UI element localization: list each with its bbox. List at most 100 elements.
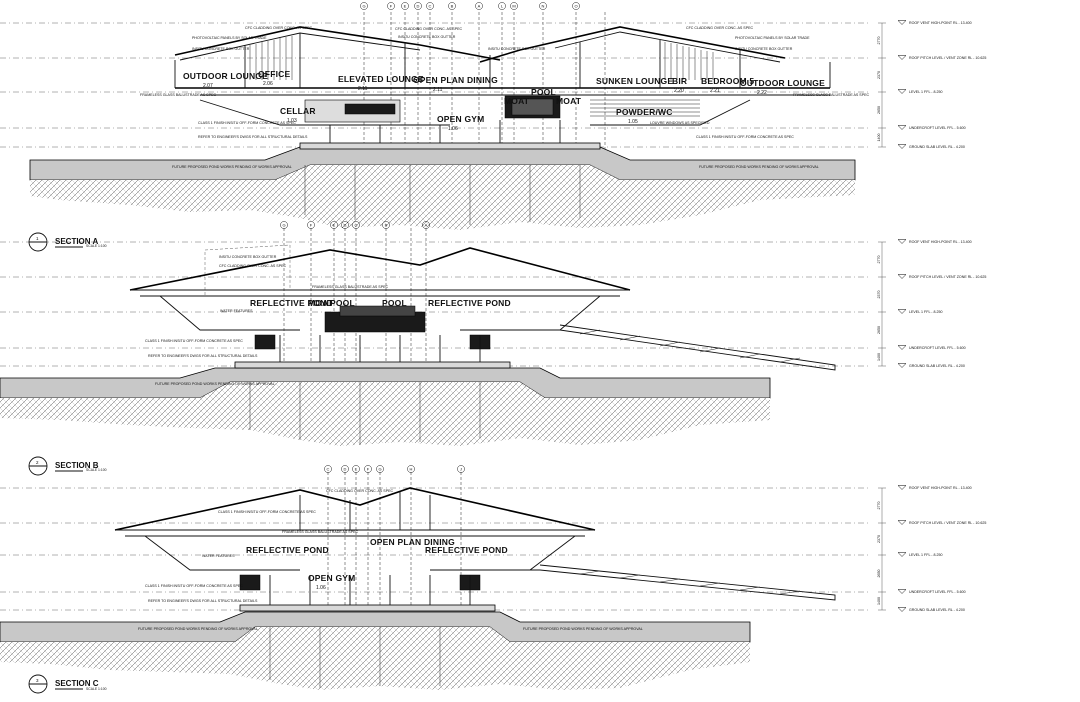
level-label: ROOF VENT HIGH-POINT RL - 13.400	[909, 486, 972, 490]
note: PHOTOVOLTAIC PANELS BY SOLAR TRADE	[192, 36, 267, 40]
grid-bubble-label: G	[282, 223, 285, 228]
level-label: GROUND SLAB LEVEL RL - 4.200	[909, 364, 965, 368]
room-label: REFLECTIVE POND	[428, 298, 511, 308]
section-title: SECTION B	[55, 461, 99, 470]
grid-bubble-label: F	[390, 4, 393, 9]
note: WATER FEATURES	[220, 309, 253, 313]
section-b-notes: INSITU CONCRETE BOX GUTTER CFC CLADDING …	[145, 255, 388, 386]
grid-bubble-label: O	[574, 4, 577, 9]
grid-bubble	[352, 465, 360, 473]
level-label: GROUND SLAB LEVEL RL - 4.200	[909, 608, 965, 612]
level-marker-icon	[897, 309, 907, 314]
grid-bubble-label: B	[385, 223, 388, 228]
grid-bubble-label: C	[429, 4, 432, 9]
level-marker-icon	[897, 607, 907, 612]
section-number: 1	[36, 236, 39, 241]
note: FUTURE PROPOSED POND WORKS PENDING OF WO…	[155, 382, 275, 386]
note: CFC CLADDING OVER CONC. AS SPEC	[245, 26, 312, 30]
grid-bubble-label: D	[417, 4, 420, 9]
level-label: LEVEL 1 FFL - 8.250	[909, 90, 943, 94]
note: FRAMELESS GLASS BALUSTRADE AS SPEC	[793, 93, 869, 97]
note: REFER TO ENGINEER'S DWGS FOR ALL STRUCTU…	[198, 135, 308, 139]
grid-bubble-label: A	[478, 4, 481, 9]
section-b-rooms: REFLECTIVE POND MOAT POOL POOL REFLECTIV…	[250, 298, 511, 308]
level-label: ROOF VENT HIGH-POINT RL - 13.400	[909, 21, 972, 25]
grid-bubble	[448, 2, 456, 10]
grid-bubble-label: E	[355, 467, 358, 472]
room-number: 1.06	[316, 585, 326, 591]
grid-bubble	[324, 465, 332, 473]
dimension-value: 2770	[877, 256, 881, 264]
note: LOUVRE WINDOWS AS SPECIFIED	[650, 121, 710, 125]
room-number: 2.21	[710, 88, 720, 94]
room-label: OPEN PLAN DINING	[413, 75, 498, 85]
level-label: LEVEL 1 FFL - 8.250	[909, 553, 943, 557]
section-scale: SCALE 1:100	[86, 468, 107, 472]
grid-bubble	[360, 2, 368, 10]
section-a-rooms: OUTDOOR LOUNGE 2.07 OFFICE 2.06 ELEVATED…	[183, 69, 825, 132]
note: CLASS 1 FINISH INSITU OFF-FORM CONCRETE …	[145, 584, 243, 588]
section-b-drawing	[0, 228, 870, 446]
note: INSITU CONCRETE BOX GUTTER	[488, 47, 546, 51]
grid-bubble	[376, 465, 384, 473]
level-marker-icon	[897, 144, 907, 149]
room-number: 2.07	[203, 83, 213, 89]
note: CFC CLADDING OVER CONC. AS SPEC	[395, 27, 462, 31]
dimension-value: 2770	[877, 37, 881, 45]
note: INSITU CONCRETE BOX GUTTER	[192, 47, 250, 51]
dimension-value: 2370	[877, 71, 881, 79]
level-marker-icon	[897, 520, 907, 525]
grid-bubble	[539, 2, 547, 10]
grid-bubble	[407, 465, 415, 473]
room-label: REFLECTIVE POND	[425, 545, 508, 555]
room-label: MOAT	[504, 96, 530, 106]
grid-bubble-label: L	[501, 4, 504, 9]
note: FRAMELESS GLASS BALUSTRADE AS SPEC	[140, 93, 216, 97]
level-label: UNDERCROFT LEVEL FFL - 5.600	[909, 590, 966, 594]
grid-bubble	[401, 2, 409, 10]
dimension-value: 2370	[877, 535, 881, 543]
section-title: SECTION C	[55, 679, 99, 688]
grid-bubble-label: D	[344, 467, 347, 472]
room-number: 2.11	[358, 86, 368, 92]
grid-bubble	[341, 465, 349, 473]
room-label: MOAT	[556, 96, 582, 106]
grid-bubble-label: H	[410, 467, 413, 472]
grid-bubble-label: F	[367, 467, 370, 472]
grid-bubble-label: C	[355, 223, 358, 228]
room-label: MOAT	[308, 298, 334, 308]
note: CLASS 1 FINISH INSITU OFF-FORM CONCRETE …	[198, 121, 296, 125]
section-a-title-block: 1 SECTION A SCALE 1:100	[28, 232, 107, 252]
grid-bubble-label: M	[512, 4, 515, 9]
room-label: OPEN GYM	[437, 114, 484, 124]
room-number: 1.06	[448, 126, 458, 132]
level-marker-icon	[897, 274, 907, 279]
room-label: OUTDOOR LOUNGE	[740, 78, 825, 88]
grid-bubble	[330, 221, 338, 229]
room-label: SUNKEN LOUNGE	[596, 76, 673, 86]
room-number: 1.05	[628, 119, 638, 125]
grid-bubble	[364, 465, 372, 473]
room-label: REFLECTIVE POND	[246, 545, 329, 555]
room-number: 2.06	[263, 81, 273, 87]
room-number: 2.22	[757, 90, 767, 96]
level-marker-icon	[897, 20, 907, 25]
grid-bubble-label: C	[327, 467, 330, 472]
room-label: POOL	[531, 87, 556, 97]
room-number: 1.03	[287, 118, 297, 124]
note: FRAMELESS GLASS BALUSTRADE AS SPEC	[312, 285, 388, 289]
section-c-rooms: REFLECTIVE POND OPEN PLAN DINING REFLECT…	[246, 537, 508, 591]
level-marker-icon	[897, 363, 907, 368]
room-label: OUTDOOR LOUNGE	[183, 71, 268, 81]
grid-bubble	[414, 2, 422, 10]
note: FUTURE PROPOSED POND WORKS PENDING OF WO…	[138, 627, 258, 631]
level-marker-icon	[897, 485, 907, 490]
grid-bubble	[352, 221, 360, 229]
grid-bubble	[426, 2, 434, 10]
section-number: 2	[36, 460, 39, 465]
section-scale: SCALE 1:100	[86, 244, 107, 248]
level-label: ROOF VENT HIGH-POINT RL - 13.400	[909, 240, 972, 244]
